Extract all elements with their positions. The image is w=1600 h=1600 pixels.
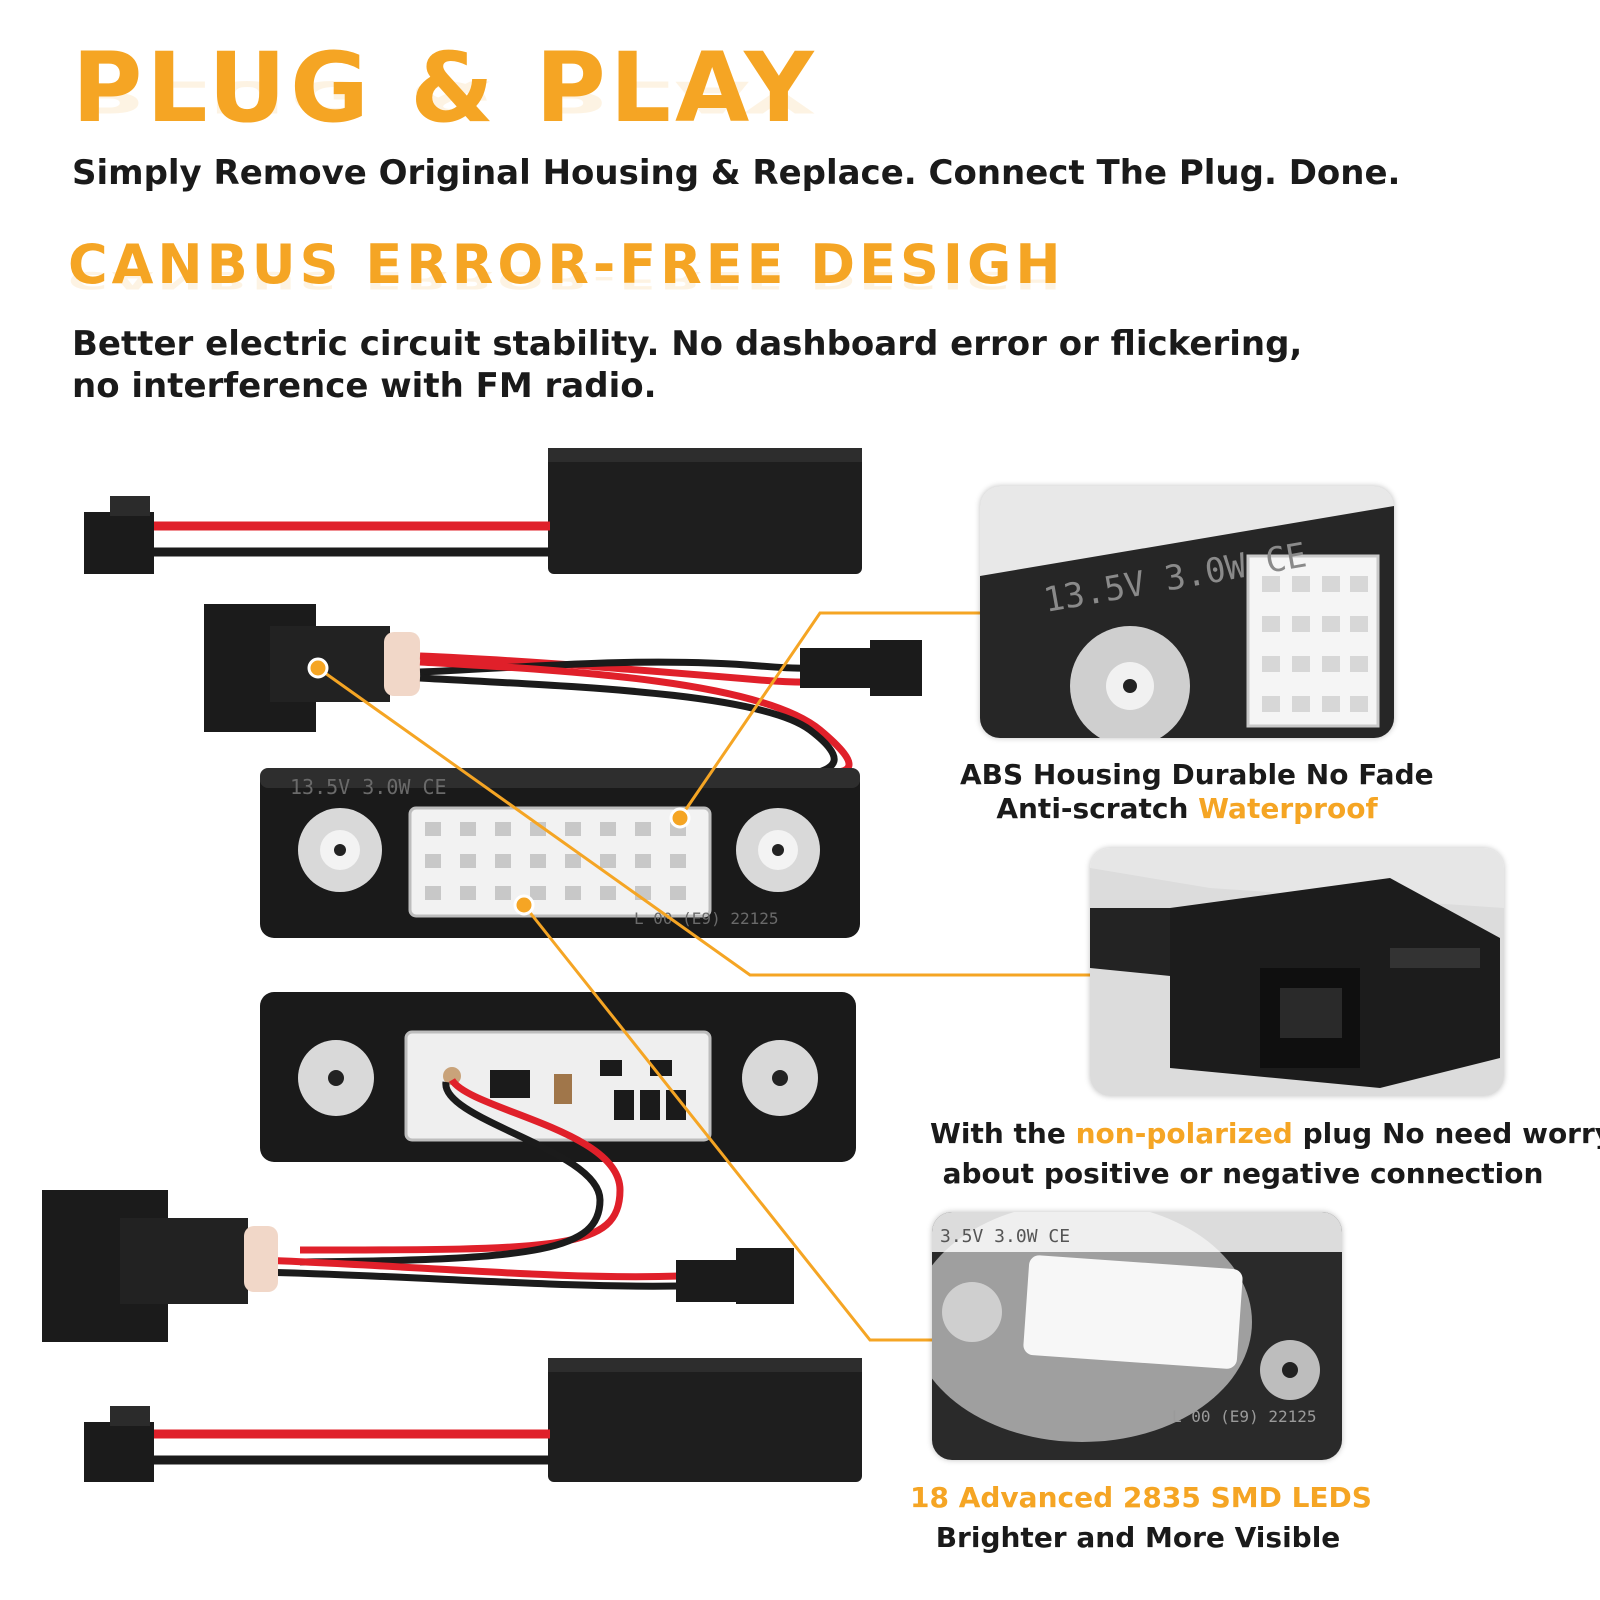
plug-caption-line-1: With the non-polarized plug No need worr… bbox=[930, 1117, 1600, 1150]
connector-bottom bbox=[42, 1077, 794, 1342]
waterproof-accent: Waterproof bbox=[1198, 792, 1378, 825]
plug-caption-line-2: about positive or negative connection bbox=[942, 1157, 1544, 1190]
headline-subtitle: Simply Remove Original Housing & Replace… bbox=[72, 153, 1401, 193]
leds-caption-line-1: 18 Advanced 2835 SMD LEDS bbox=[910, 1481, 1372, 1514]
callout-housing-caption: ABS Housing Durable No Fade Anti-scratch… bbox=[960, 758, 1434, 826]
canbus-decoder-bottom bbox=[84, 1358, 862, 1482]
callout-housing-photo: 13.5V 3.0W CE bbox=[980, 486, 1394, 738]
canbus-title: CANBUS ERROR-FREE DESIGH bbox=[68, 233, 1065, 296]
callout-plug-photo bbox=[1090, 848, 1504, 1096]
product-illustration: 13.5V 3.0W CE L 00 (E9) 22125 bbox=[42, 448, 922, 1482]
housing-caption-line-1: ABS Housing Durable No Fade bbox=[960, 758, 1434, 791]
housing-caption-line-2: Anti-scratch Waterproof bbox=[996, 792, 1378, 825]
headline: PLUG & PLAY bbox=[72, 32, 818, 144]
callout-plug-caption: With the non-polarized plug No need worr… bbox=[930, 1114, 1600, 1194]
non-polarized-accent: non-polarized bbox=[1075, 1117, 1293, 1150]
leds-code-print: L 00 (E9) 22125 bbox=[1172, 1407, 1317, 1426]
connector-top bbox=[204, 604, 922, 779]
canbus-decoder-top bbox=[84, 448, 862, 574]
canbus-line-1: Better electric circuit stability. No da… bbox=[72, 324, 1303, 364]
license-light-back bbox=[260, 992, 856, 1162]
callout-leds-photo: 3.5V 3.0W CE L 00 (E9) 22125 bbox=[932, 1212, 1342, 1460]
license-light-front: 13.5V 3.0W CE L 00 (E9) 22125 bbox=[260, 768, 860, 938]
front-code-print: L 00 (E9) 22125 bbox=[634, 909, 779, 928]
leds-caption-line-2: Brighter and More Visible bbox=[935, 1521, 1341, 1554]
leds-rating-print: 3.5V 3.0W CE bbox=[940, 1226, 1070, 1247]
front-rating-print: 13.5V 3.0W CE bbox=[290, 775, 447, 799]
canbus-line-2: no interference with FM radio. bbox=[72, 366, 657, 406]
callout-leds-caption: 18 Advanced 2835 SMD LEDS Brighter and M… bbox=[910, 1478, 1372, 1558]
